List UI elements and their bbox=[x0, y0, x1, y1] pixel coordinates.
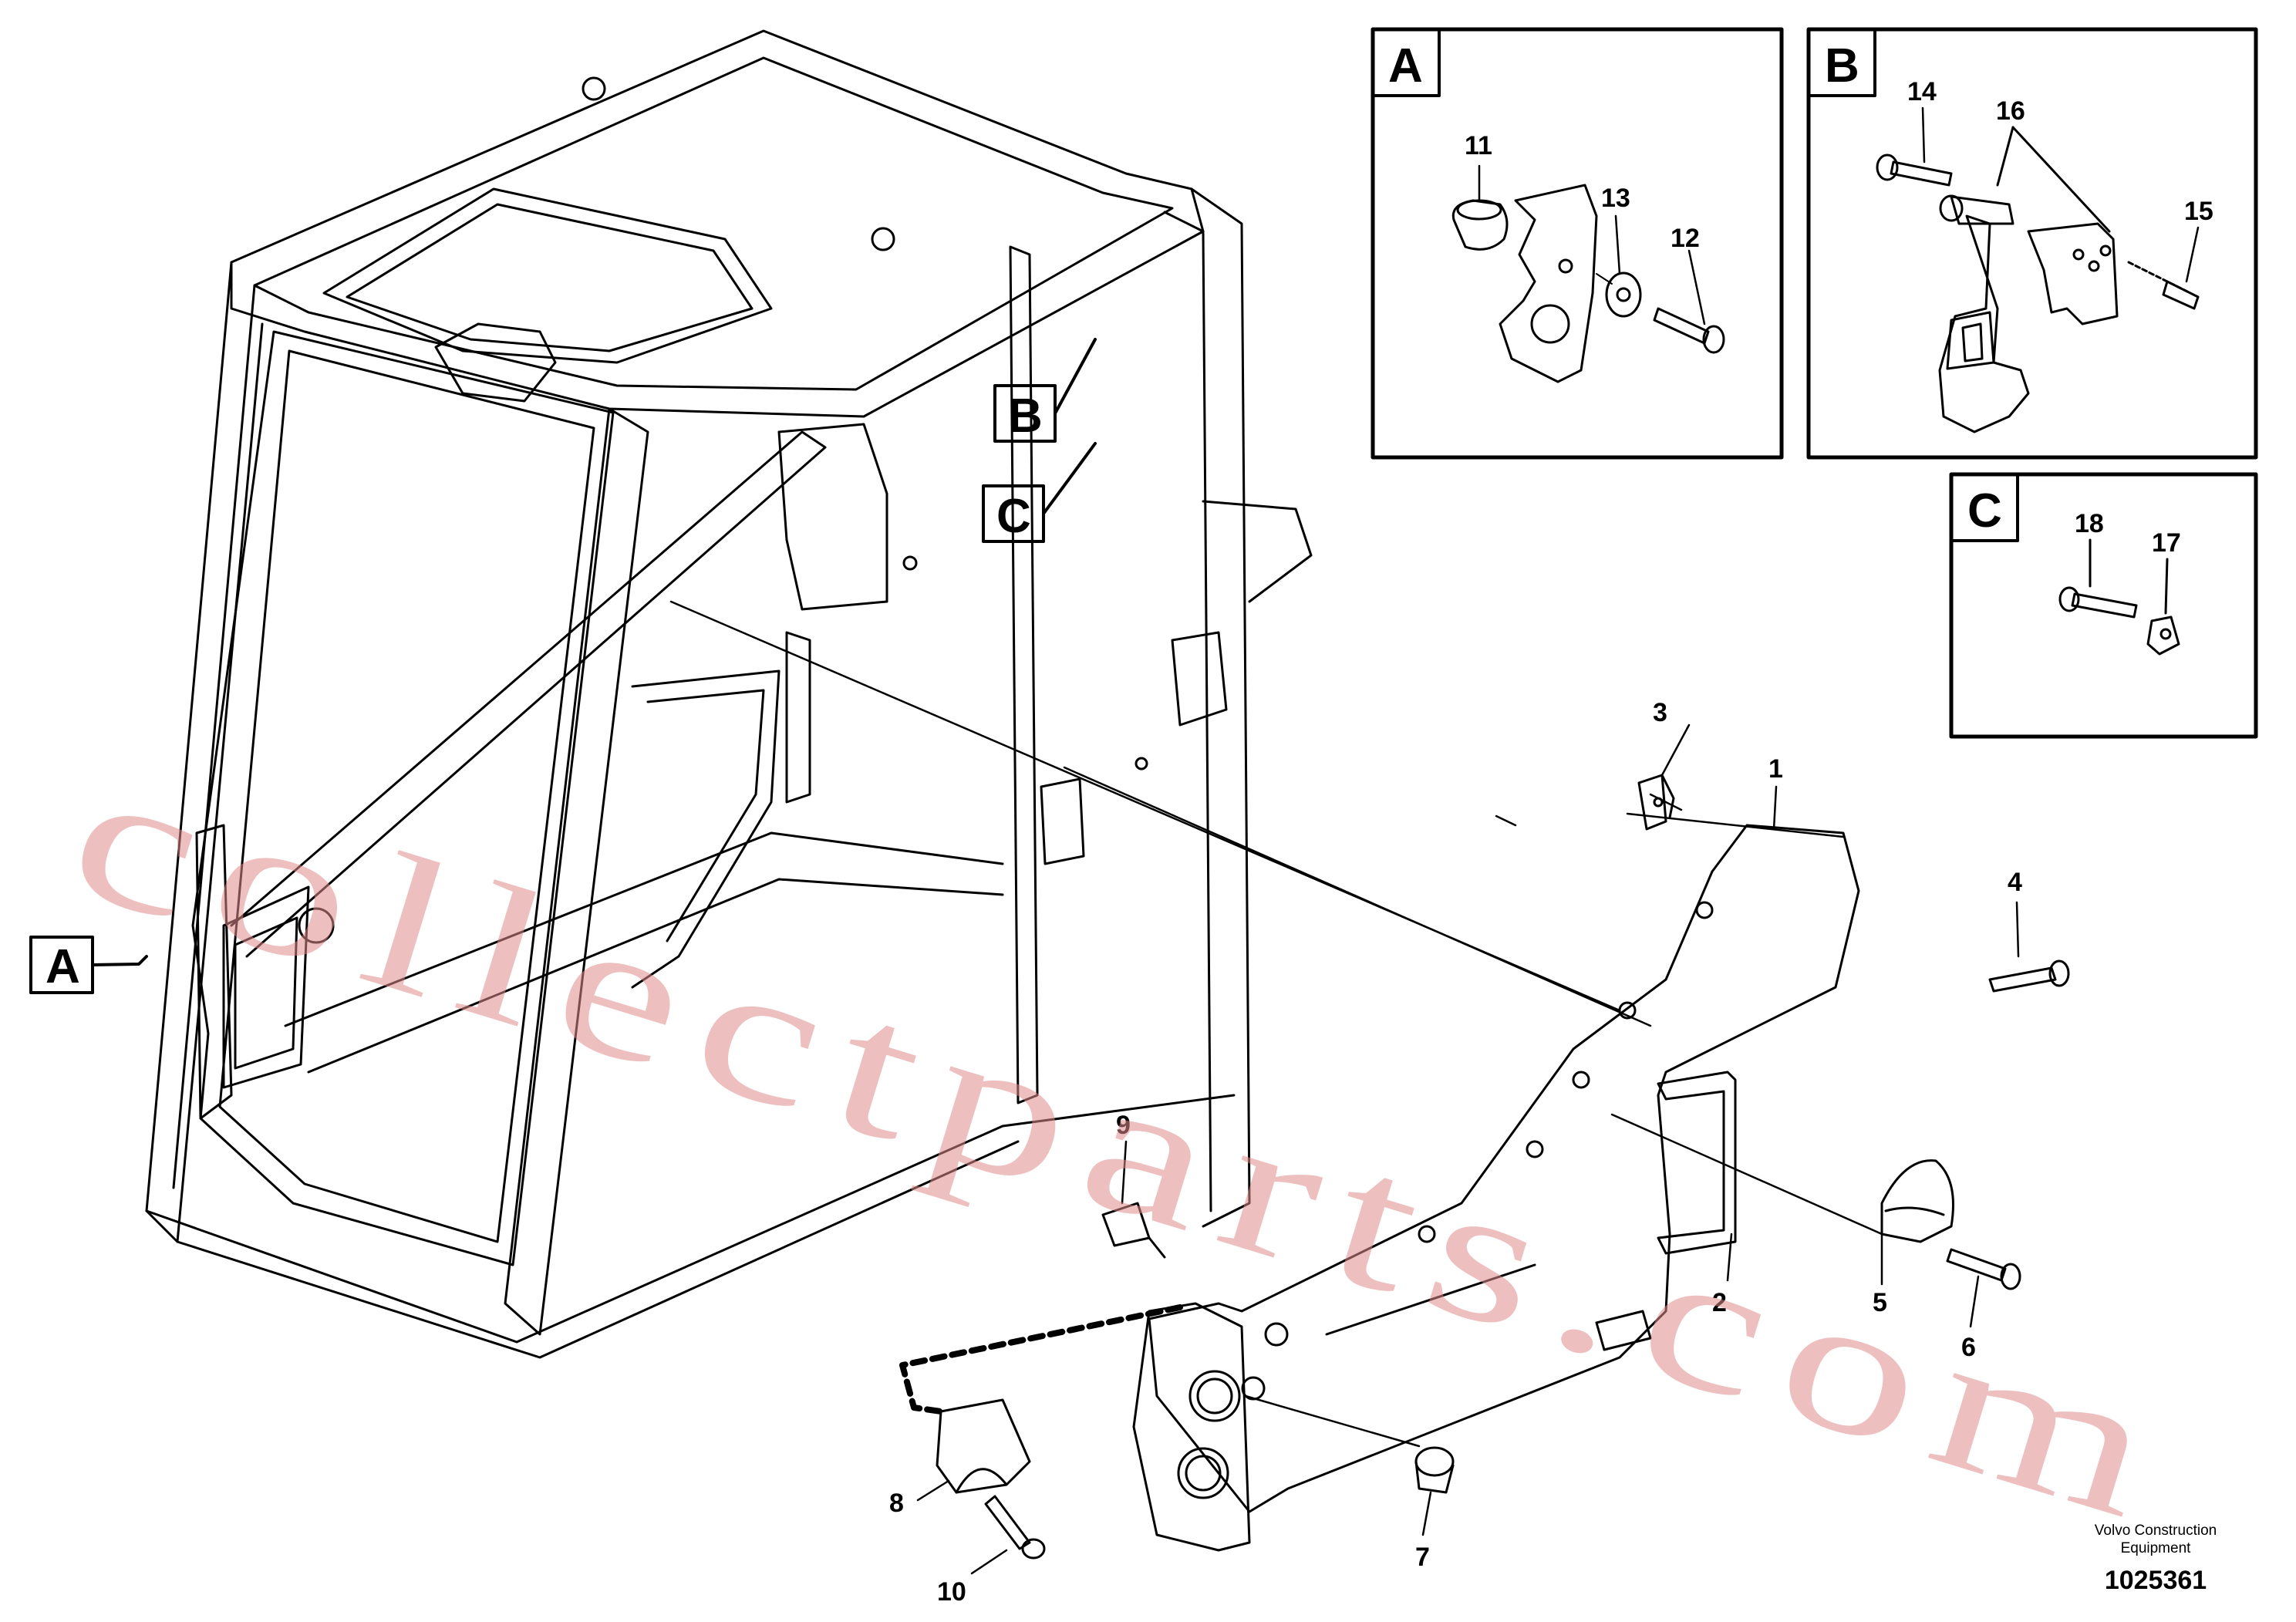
callout-8: 8 bbox=[889, 1489, 904, 1518]
dashed-connector bbox=[899, 1304, 1183, 1415]
callout-leaders bbox=[916, 723, 2020, 1575]
bracket-part-2 bbox=[1657, 1071, 1737, 1255]
callout-2: 2 bbox=[1712, 1288, 1727, 1317]
detail-c-parts bbox=[2058, 538, 2180, 656]
detail-b-letter: B bbox=[1825, 39, 1859, 93]
brand-line-2: Equipment bbox=[2121, 1540, 2192, 1556]
callout-3: 3 bbox=[1653, 698, 1667, 727]
callout-17: 17 bbox=[2152, 528, 2181, 558]
callout-7: 7 bbox=[1415, 1543, 1430, 1572]
callout-11: 11 bbox=[1465, 131, 1492, 160]
callout-6: 6 bbox=[1961, 1333, 1976, 1362]
view-marker-a: A bbox=[46, 940, 80, 993]
cab-frame bbox=[145, 29, 1313, 1359]
screw-part-10 bbox=[984, 1495, 1046, 1560]
detail-b-parts bbox=[1876, 126, 2200, 433]
cap-part-5 bbox=[1880, 1159, 1954, 1243]
clip-part-9 bbox=[1101, 1202, 1166, 1259]
detail-c-letter: C bbox=[1967, 484, 2002, 538]
callout-10: 10 bbox=[937, 1577, 966, 1607]
detail-frame-c bbox=[1949, 472, 2258, 739]
callout-4: 4 bbox=[2008, 868, 2022, 897]
watermark: collectparts.com bbox=[49, 723, 2199, 1566]
callout-13: 13 bbox=[1601, 184, 1630, 213]
callout-9: 9 bbox=[1116, 1111, 1131, 1140]
callout-1: 1 bbox=[1768, 754, 1783, 784]
leader-lines bbox=[669, 600, 1883, 1448]
callout-15: 15 bbox=[2184, 197, 2213, 226]
brand-line-1: Volvo Construction bbox=[2095, 1523, 2217, 1539]
view-marker-frames bbox=[29, 338, 1097, 994]
drawing-number: 1025361 bbox=[2105, 1566, 2207, 1595]
screw-part-4 bbox=[1988, 959, 2070, 993]
callout-12: 12 bbox=[1671, 224, 1700, 253]
cover-part-8 bbox=[936, 1398, 1031, 1494]
detail-frame-a bbox=[1371, 27, 1784, 460]
detail-a-letter: A bbox=[1388, 39, 1423, 93]
callout-18: 18 bbox=[2075, 509, 2104, 538]
plug-part-7 bbox=[1414, 1446, 1455, 1494]
detail-frame-b bbox=[1806, 27, 2258, 460]
callout-16: 16 bbox=[1996, 96, 2025, 126]
view-marker-c: C bbox=[996, 490, 1031, 543]
callout-14: 14 bbox=[1907, 77, 1937, 106]
screw-part-6 bbox=[1946, 1248, 2021, 1290]
clip-part-3 bbox=[1637, 774, 1675, 831]
trim-panel-part-1 bbox=[1132, 824, 1860, 1552]
view-marker-b: B bbox=[1008, 389, 1043, 443]
callout-5: 5 bbox=[1873, 1288, 1887, 1317]
detail-a-parts bbox=[1451, 184, 1725, 383]
